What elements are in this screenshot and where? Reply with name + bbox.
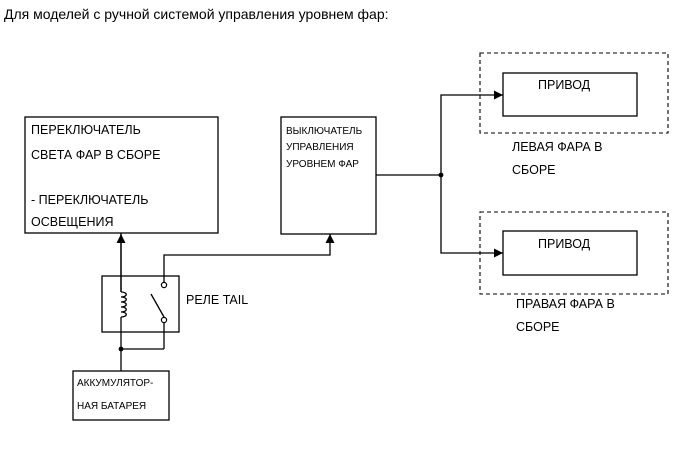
headlight-switch-block: ПЕРЕКЛЮЧАТЕЛЬ СВЕТА ФАР В СБОРЕ - ПЕРЕКЛ…: [24, 116, 219, 234]
wire-relay-to-level-switch: [163, 234, 335, 282]
wire-to-left-actuator: [440, 90, 503, 175]
headlight-switch-line-3: - ПЕРЕКЛЮЧАТЕЛЬ: [31, 193, 148, 207]
right-headlamp-line-1: ПРАВАЯ ФАРА В: [516, 297, 615, 311]
headlight-switch-line-1: ПЕРЕКЛЮЧАТЕЛЬ: [31, 123, 141, 137]
diagram-heading: Для моделей с ручной системой управления…: [4, 6, 389, 22]
level-switch-block: ВЫКЛЮЧАТЕЛЬ УПРАВЛЕНИЯ УРОВНЕМ ФАР: [280, 116, 377, 235]
headlight-switch-line-4: ОСВЕЩЕНИЯ: [31, 215, 114, 229]
level-switch-line-3: УРОВНЕМ ФАР: [286, 159, 359, 170]
battery-block: АККУМУЛЯТОР- НАЯ БАТАРЕЯ: [72, 370, 170, 421]
battery-line-2: НАЯ БАТАРЕЯ: [77, 401, 146, 412]
wire-to-right-actuator: [440, 175, 503, 258]
right-headlamp-line-2: СБОРЕ: [516, 320, 560, 334]
headlight-switch-line-2: СВЕТА ФАР В СБОРЕ: [31, 148, 160, 162]
left-headlamp-line-2: СБОРЕ: [512, 163, 556, 177]
left-actuator-label: ПРИВОД: [538, 78, 591, 92]
right-headlamp-assembly: ПРИВОД ПРАВАЯ ФАРА В СБОРЕ: [479, 211, 669, 334]
level-switch-line-2: УПРАВЛЕНИЯ: [286, 142, 354, 153]
relay-switch-blade: [150, 293, 165, 318]
wiring: [116, 90, 503, 292]
tail-relay-label: РЕЛЕ TAIL: [186, 293, 248, 307]
right-actuator-label: ПРИВОД: [538, 237, 591, 251]
tail-relay: РЕЛЕ TAIL: [101, 233, 248, 371]
relay-coil-symbol: [120, 291, 127, 318]
relay-contact-upper: [160, 281, 168, 289]
left-headlamp-assembly: ПРИВОД ЛЕВАЯ ФАРА В СБОРЕ: [479, 52, 669, 177]
level-switch-line-1: ВЫКЛЮЧАТЕЛЬ: [286, 126, 363, 137]
relay-contact-lower: [160, 316, 168, 324]
left-headlamp-line-1: ЛЕВАЯ ФАРА В: [512, 140, 603, 154]
battery-line-1: АККУМУЛЯТОР-: [77, 378, 153, 389]
